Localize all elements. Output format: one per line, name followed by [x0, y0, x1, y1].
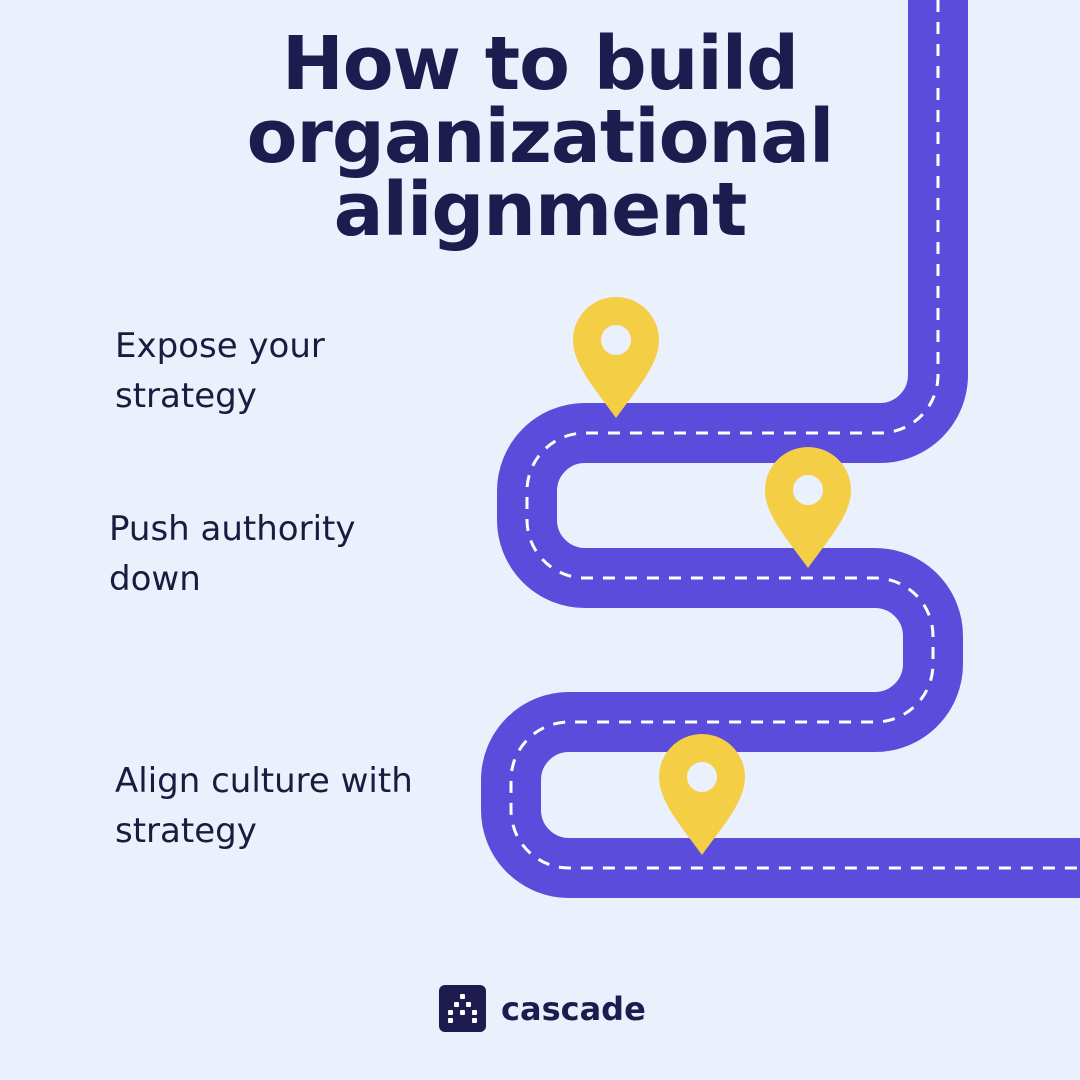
step-line: strategy — [115, 376, 257, 416]
title-line: How to build — [281, 21, 799, 107]
step-line: down — [109, 559, 201, 599]
step-label-push-authority: Push authority down — [109, 504, 355, 604]
cascade-logo-icon — [439, 985, 486, 1032]
step-line: Align culture with — [115, 761, 413, 801]
map-pin-icon — [659, 734, 745, 855]
road-center-line — [509, 0, 1080, 870]
page-title: How to build organizational alignment — [0, 21, 1080, 253]
brand-name: cascade — [501, 989, 646, 1028]
brand-logo: cascade — [439, 985, 646, 1032]
title-line: organizational — [246, 94, 835, 180]
map-pin-icon — [765, 447, 851, 568]
step-line: strategy — [115, 811, 257, 851]
step-label-expose-strategy: Expose your strategy — [115, 321, 325, 421]
step-label-align-culture: Align culture with strategy — [115, 756, 413, 856]
step-line: Push authority — [109, 509, 356, 549]
step-line: Expose your — [115, 326, 325, 366]
map-pin-icon — [573, 297, 659, 418]
title-line: alignment — [333, 167, 748, 253]
